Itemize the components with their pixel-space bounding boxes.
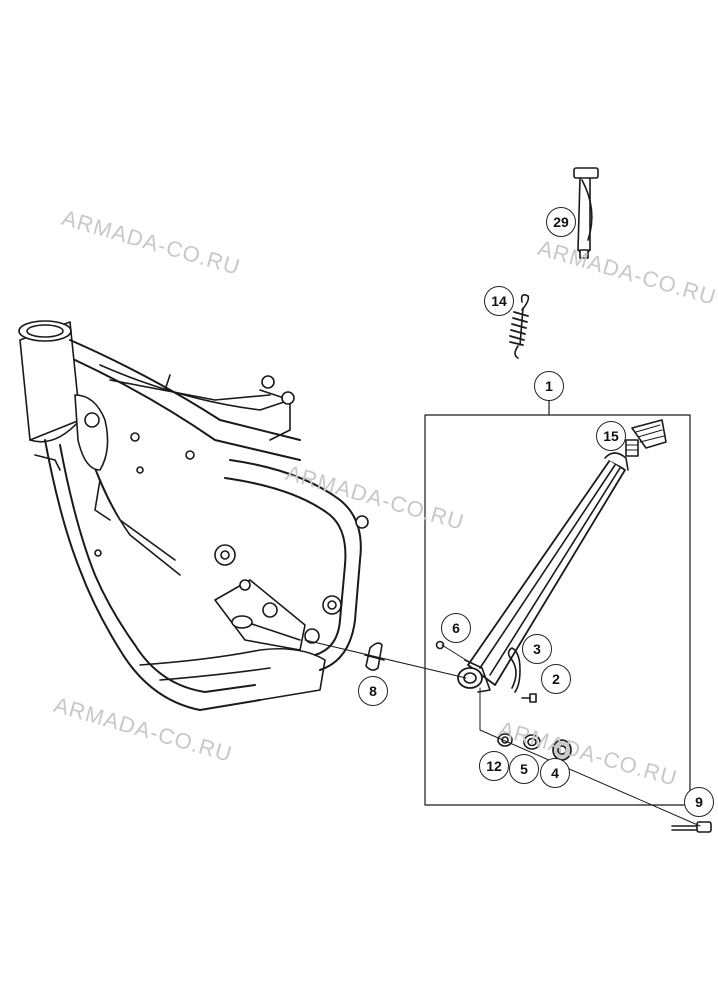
callout-3: 3 bbox=[522, 634, 552, 664]
callout-15: 15 bbox=[596, 421, 626, 451]
callout-8: 8 bbox=[358, 676, 388, 706]
callout-6: 6 bbox=[441, 613, 471, 643]
stand-tool bbox=[573, 167, 599, 259]
washer-5 bbox=[523, 734, 541, 750]
small-bolt bbox=[521, 693, 537, 703]
leader-lines bbox=[304, 639, 701, 827]
callout-29: 29 bbox=[546, 207, 576, 237]
callout-12: 12 bbox=[479, 751, 509, 781]
callout-9: 9 bbox=[684, 787, 714, 817]
callout-2: 2 bbox=[541, 664, 571, 694]
return-spring bbox=[509, 294, 530, 359]
callout-4: 4 bbox=[540, 758, 570, 788]
stand-spring-small bbox=[507, 647, 521, 693]
callout-14: 14 bbox=[484, 286, 514, 316]
small-nut bbox=[435, 640, 445, 650]
mounting-bolt bbox=[671, 821, 712, 833]
stand-foot-pad bbox=[625, 419, 667, 457]
bushing-4 bbox=[552, 739, 572, 761]
washer-12 bbox=[497, 733, 513, 747]
callout-5: 5 bbox=[509, 754, 539, 784]
callout-1: 1 bbox=[534, 371, 564, 401]
motorcycle-frame bbox=[18, 320, 369, 711]
